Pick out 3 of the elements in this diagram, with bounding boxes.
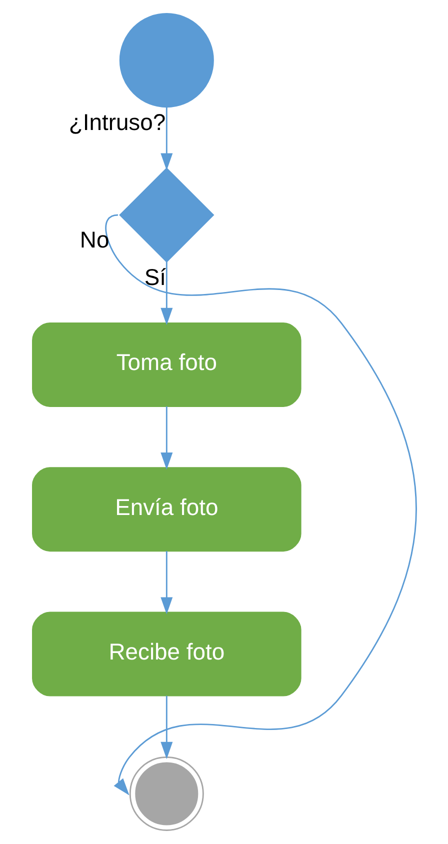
edge-label: Sí [144,264,166,290]
edge-label: No [79,226,109,253]
edge-label: ¿Intruso? [68,109,166,136]
